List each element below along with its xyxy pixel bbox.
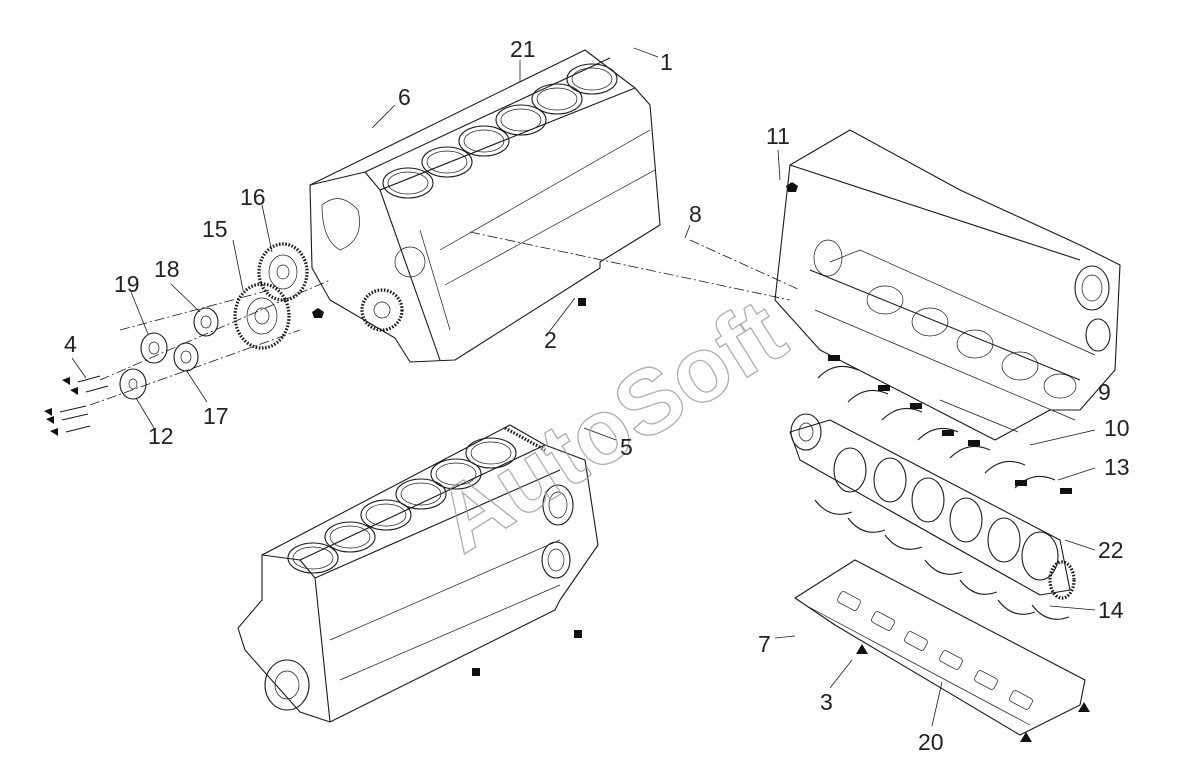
- callout-8: 8: [689, 201, 702, 227]
- flange-19: [140, 332, 168, 364]
- cylinder-bores-upper: [382, 63, 618, 199]
- gear-16: [257, 242, 309, 302]
- callout-4: 4: [64, 331, 77, 357]
- plate-12: [119, 368, 147, 400]
- bedplate-20: [794, 559, 1086, 736]
- callout-18: 18: [154, 256, 180, 282]
- callout-3: 3: [820, 689, 833, 715]
- gear-15: [233, 282, 291, 350]
- callout-2: 2: [544, 327, 557, 353]
- callout-14: 14: [1098, 597, 1124, 623]
- crankshaft-22: [789, 413, 1076, 600]
- watermark: AutoSoft: [419, 280, 802, 572]
- leader-lines: [71, 47, 1096, 727]
- lower-cylinder-block: [237, 424, 599, 723]
- main-bearing-shells: [814, 365, 1070, 620]
- upper-cylinder-block: [309, 49, 661, 363]
- callout-16: 16: [240, 184, 266, 210]
- callout-15: 15: [202, 216, 228, 242]
- hub-18: [193, 307, 219, 337]
- callout-13: 13: [1104, 454, 1130, 480]
- callout-21: 21: [510, 36, 536, 62]
- hub-17: [173, 342, 199, 372]
- callout-9: 9: [1098, 379, 1111, 405]
- callout-10: 10: [1104, 415, 1130, 441]
- callout-5: 5: [620, 434, 633, 460]
- cylinder-bores-lower: [287, 437, 517, 574]
- assembly-markers: [312, 182, 1090, 742]
- callout-labels: 1 21 6 2 5 16 15 18 19 4 17 12 8 11 9 10…: [64, 36, 1130, 755]
- callout-22: 22: [1098, 537, 1124, 563]
- callout-6: 6: [398, 84, 411, 110]
- callout-17: 17: [203, 403, 229, 429]
- callout-19: 19: [114, 271, 140, 297]
- callout-1: 1: [660, 49, 673, 75]
- callout-11: 11: [766, 123, 790, 149]
- callout-12: 12: [148, 423, 174, 449]
- callout-7: 7: [758, 631, 771, 657]
- bolts-4: [44, 375, 109, 436]
- callout-20: 20: [918, 729, 944, 755]
- block-underside: [774, 129, 1121, 441]
